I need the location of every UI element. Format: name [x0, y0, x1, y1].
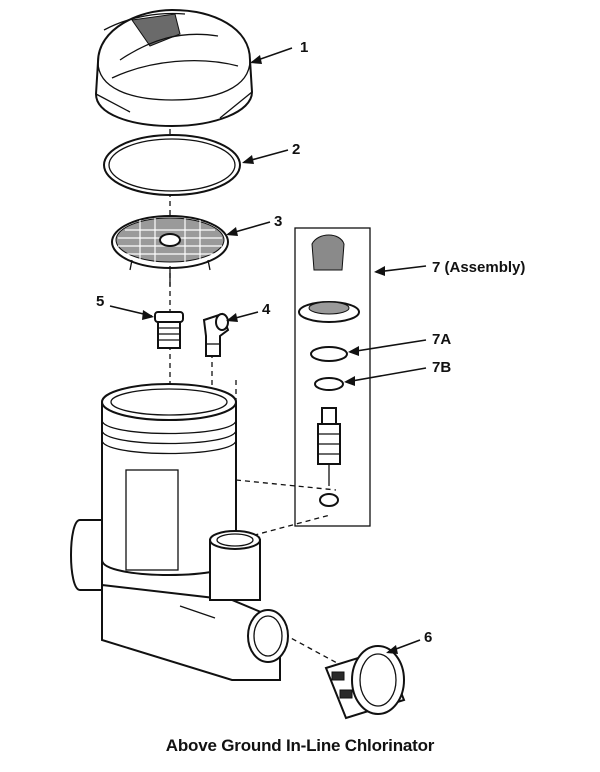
arrowhead-7a [348, 346, 359, 356]
leader-7a [349, 339, 427, 353]
valve-connector-dash-2 [235, 514, 331, 541]
arrowhead-3 [226, 227, 238, 236]
part-6-union-nut [324, 645, 406, 720]
callout-4: 4 [262, 301, 271, 318]
valve-port [209, 530, 289, 663]
part-2-oring [103, 134, 241, 196]
callout-7b: 7B [432, 359, 451, 376]
callout-3: 3 [274, 213, 282, 230]
arrowhead-5 [142, 310, 154, 320]
diagram-caption: Above Ground In-Line Chlorinator [165, 736, 435, 755]
arrowhead-1 [250, 55, 262, 64]
part-3-grid-plate [111, 215, 229, 286]
arrowhead-7 [374, 266, 385, 276]
arrowhead-6 [386, 645, 398, 654]
part-1-lid [94, 8, 254, 128]
canister-body [70, 383, 281, 681]
callout-1: 1 [300, 39, 308, 56]
callout-5: 5 [96, 293, 104, 310]
part-4-elbow [202, 312, 230, 357]
callout-leaders [109, 47, 427, 654]
arrowhead-2 [242, 155, 254, 164]
arrowhead-7b [344, 376, 355, 386]
part-5-threaded-fitting [154, 311, 184, 349]
callout-7a: 7A [432, 331, 451, 348]
arrowhead-4 [226, 313, 238, 322]
callout-2: 2 [292, 141, 300, 158]
part-7-assembly [294, 227, 371, 527]
callout-7: 7 (Assembly) [432, 259, 525, 276]
leader-7b [345, 367, 427, 383]
valve-connector-dash-1 [235, 479, 337, 491]
callout-6: 6 [424, 629, 432, 646]
